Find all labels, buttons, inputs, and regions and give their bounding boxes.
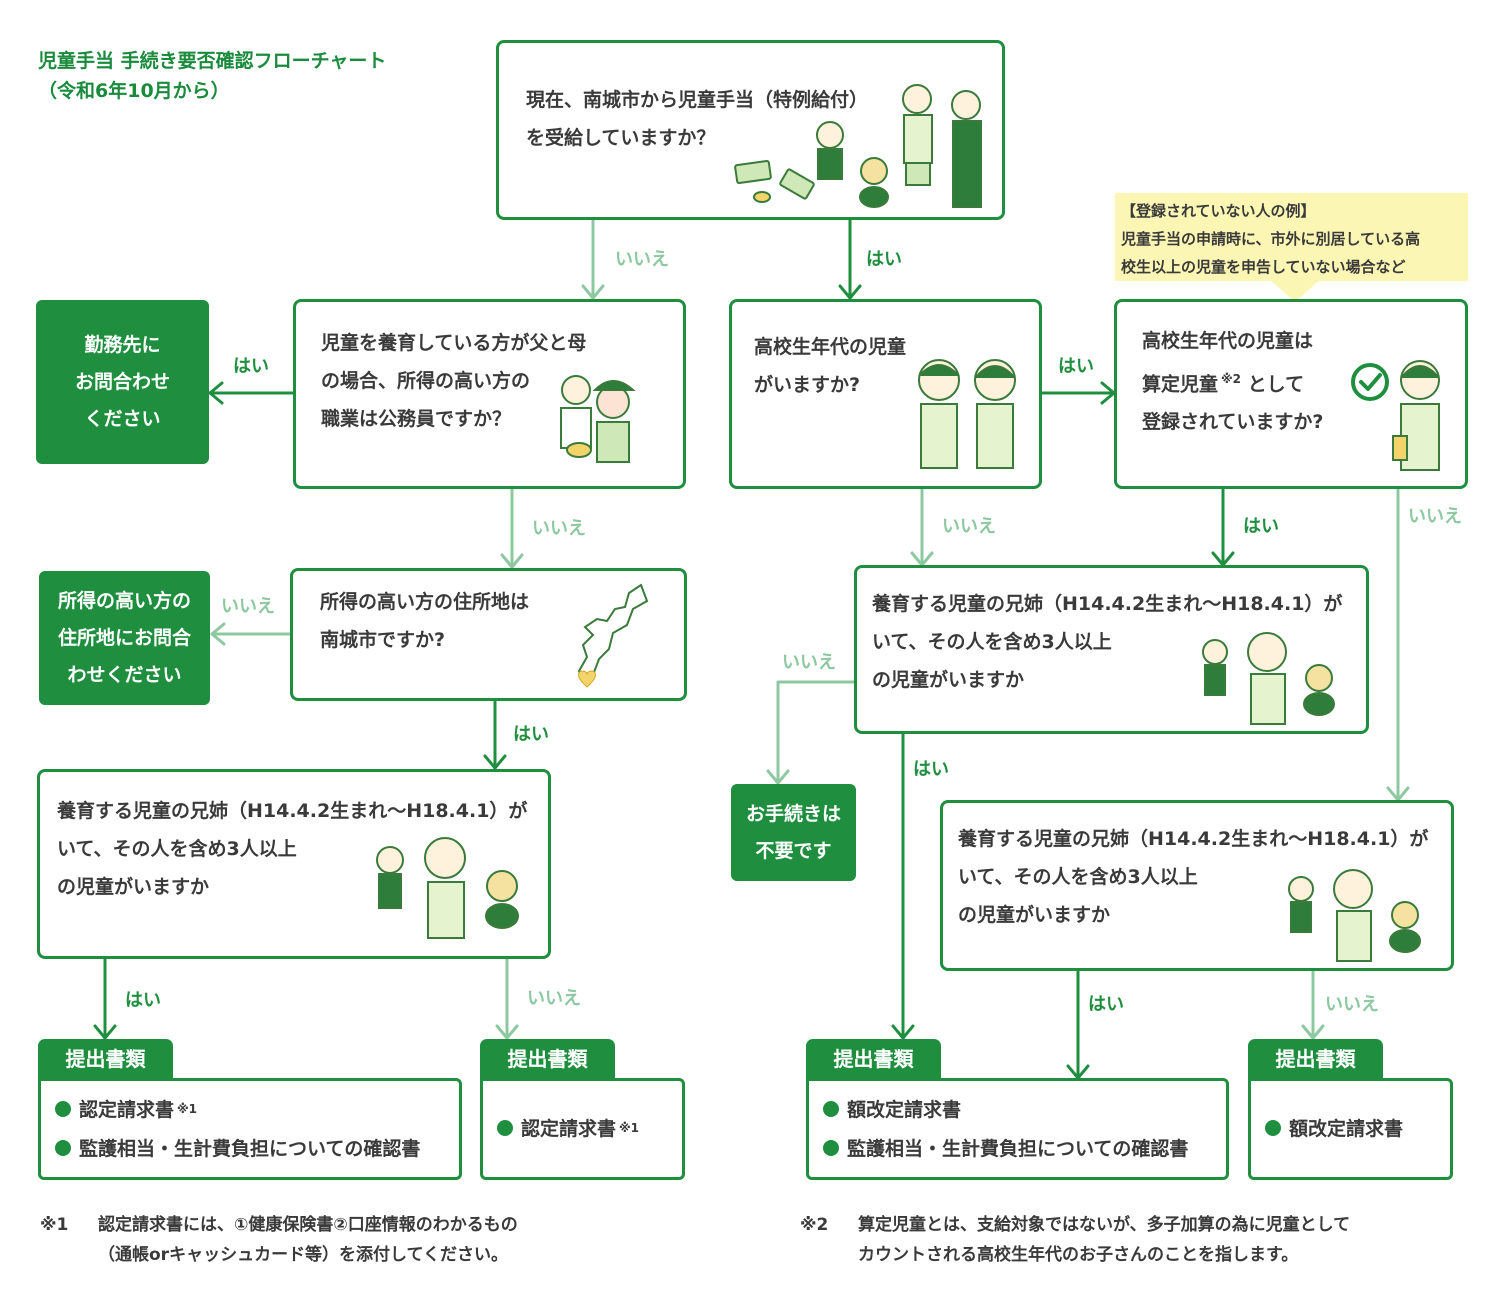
documents-tab: 提出書類 <box>480 1039 615 1081</box>
label-no: いいえ <box>782 652 836 673</box>
question-text: 児童を養育している方が父と母 の場合、所得の高い方の 職業は公務員ですか？ <box>321 332 587 430</box>
result-no-procedure: お手続きは 不要です <box>731 784 856 881</box>
question-text: 所得の高い方の住所地は 南城市ですか? <box>320 591 530 651</box>
document-item: 監護相当・生計費負担についての確認書 <box>823 1134 1188 1161</box>
label-no: いいえ <box>615 249 669 270</box>
result-contact-residence: 所得の高い方の 住所地にお問合 わせください <box>39 571 210 705</box>
label-no: いいえ <box>1408 506 1462 527</box>
label-yes: はい <box>513 724 549 745</box>
question-text: 養育する児童の兄姉（H14.4.2生まれ〜H18.4.1）が いて、その人を含め… <box>872 593 1343 691</box>
result-contact-employer: 勤務先に お問合わせ ください <box>36 300 209 464</box>
bullet-icon <box>55 1100 71 1117</box>
question-text: 養育する児童の兄姉（H14.4.2生まれ〜H18.4.1）が いて、その人を含め… <box>958 828 1429 926</box>
documents-box-d1: 認定請求書※1 監護相当・生計費負担についての確認書 <box>38 1078 462 1180</box>
label-yes: はい <box>125 990 161 1011</box>
question-box-three-children-right: 養育する児童の兄姉（H14.4.2生まれ〜H18.4.1）が いて、その人を含め… <box>940 800 1454 971</box>
question-box-residence: 所得の高い方の住所地は 南城市ですか? <box>290 568 687 701</box>
three-children-illustration <box>376 837 519 939</box>
question-box-highschool-child: 高校生年代の児童 がいますか? <box>729 299 1042 489</box>
documents-tab: 提出書類 <box>38 1039 173 1081</box>
three-children-illustration <box>1288 869 1421 962</box>
arrow-q7-to-r3 <box>776 680 857 785</box>
label-yes: はい <box>233 356 269 377</box>
student-girl-illustration <box>1392 360 1440 471</box>
bullet-icon <box>55 1139 71 1156</box>
question-box-three-children-middle: 養育する児童の兄姉（H14.4.2生まれ〜H18.4.1）が いて、その人を含め… <box>854 565 1369 734</box>
bullet-icon <box>1265 1119 1281 1136</box>
label-no: いいえ <box>942 516 996 537</box>
question-box-three-children-left: 養育する児童の兄姉（H14.4.2生まれ〜H18.4.1）が いて、その人を含め… <box>37 769 551 959</box>
civil-servant-illustration <box>560 375 636 463</box>
question-box-civil-servant: 児童を養育している方が父と母 の場合、所得の高い方の 職業は公務員ですか？ <box>293 299 686 489</box>
label-yes: はい <box>1088 994 1124 1015</box>
documents-box-d3: 額改定請求書 監護相当・生計費負担についての確認書 <box>806 1078 1229 1180</box>
documents-box-d4: 額改定請求書 <box>1248 1078 1453 1180</box>
bullet-icon <box>497 1119 513 1136</box>
document-item: 額改定請求書 <box>1265 1114 1403 1141</box>
footnote-1: ※1 認定請求書には、①健康保険書②口座情報のわかるもの （通帳orキャッシュカ… <box>40 1215 518 1265</box>
documents-box-d2: 認定請求書※1 <box>480 1078 685 1180</box>
question-box-registered-calc-child: 高校生年代の児童は 算定児童※2 として 登録されていますか? <box>1114 299 1468 489</box>
label-yes: はい <box>1058 356 1094 377</box>
document-item: 認定請求書※1 <box>497 1114 639 1141</box>
bullet-icon <box>823 1139 839 1156</box>
document-item: 監護相当・生計費負担についての確認書 <box>55 1134 420 1161</box>
label-no: いいえ <box>1325 994 1379 1015</box>
label-yes: はい <box>866 249 902 270</box>
question-box-current-benefit: 現在、南城市から児童手当（特例給付） を受給していますか？ <box>496 40 1005 220</box>
document-item: 認定請求書※1 <box>55 1095 197 1122</box>
question-text: 高校生年代の児童は 算定児童※2 として 登録されていますか? <box>1142 330 1324 434</box>
label-no: いいえ <box>221 596 275 617</box>
note-pointer <box>1270 280 1320 302</box>
bullet-icon <box>823 1100 839 1117</box>
question-text: 現在、南城市から児童手当（特例給付） を受給していますか？ <box>526 89 869 149</box>
family-illustration <box>734 84 982 208</box>
note-unregistered-example: 【登録されていない人の例】 児童手当の申請時に、市外に別居している高 校生以上の… <box>1115 193 1468 281</box>
highschool-students-illustration <box>918 359 1016 469</box>
question-text: 高校生年代の児童 がいますか? <box>754 336 907 396</box>
document-item: 額改定請求書 <box>823 1095 961 1122</box>
label-no: いいえ <box>532 518 586 539</box>
documents-tab: 提出書類 <box>1248 1039 1383 1081</box>
question-text: 養育する児童の兄姉（H14.4.2生まれ〜H18.4.1）が いて、その人を含め… <box>57 800 528 898</box>
footnote-2: ※2 算定児童とは、支給対象ではないが、多子加算の為に児童として カウントされる… <box>800 1215 1351 1265</box>
okinawa-map-illustration <box>577 583 649 688</box>
label-yes: はい <box>1243 516 1279 537</box>
label-yes: はい <box>913 759 949 780</box>
documents-tab: 提出書類 <box>806 1039 941 1081</box>
check-circle-icon <box>1351 363 1389 401</box>
label-no: いいえ <box>527 988 581 1009</box>
three-children-illustration <box>1202 632 1335 725</box>
page-title: 児童手当 手続き要否確認フローチャート （令和6年10月から） <box>38 50 387 102</box>
